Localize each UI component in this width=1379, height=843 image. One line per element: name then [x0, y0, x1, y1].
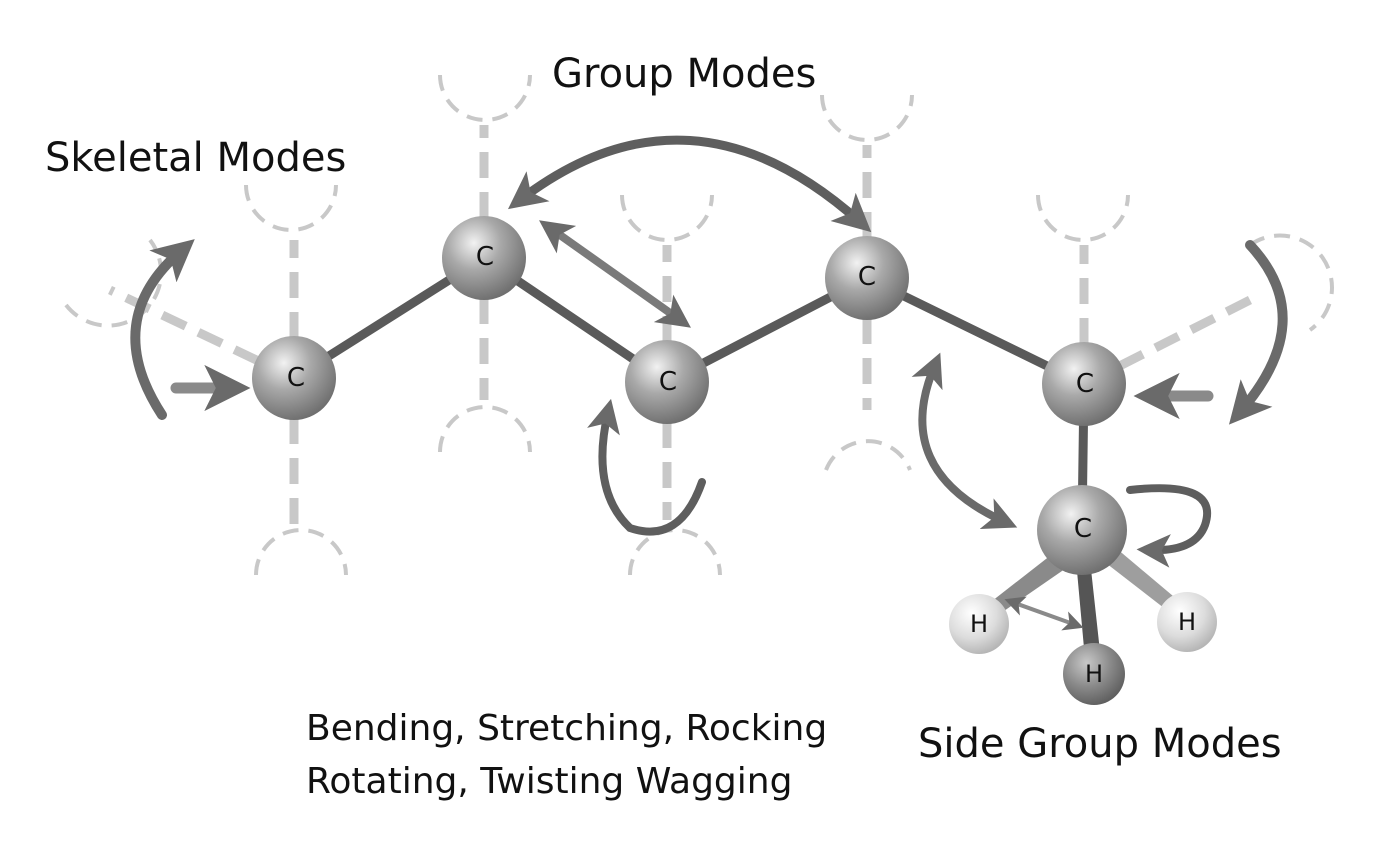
- atom-label: C: [1076, 369, 1094, 399]
- atom-label: C: [287, 363, 305, 393]
- atom-label: H: [1085, 660, 1103, 688]
- atom-label: C: [1074, 514, 1092, 544]
- vibration-arrows: [130, 135, 1288, 631]
- carbon-atom: C: [1037, 485, 1127, 575]
- bond-c-h-front: [1076, 560, 1102, 670]
- skeletal-rotation-arrow: [130, 239, 195, 420]
- ghost-bond: [1081, 295, 1253, 389]
- bond-c-h-left: [978, 548, 1075, 622]
- ghost-ring: [438, 405, 532, 453]
- methyl-rotation-arrow: [1126, 484, 1211, 568]
- ghost-ring: [820, 94, 914, 142]
- ghost-ring: [244, 184, 338, 232]
- hydrogen-atoms: H H H: [949, 592, 1217, 705]
- carbon-atom: C: [625, 340, 709, 424]
- atom-label: H: [1178, 608, 1196, 636]
- rocking-arrow: [587, 398, 706, 536]
- carbon-atom: C: [1042, 342, 1126, 426]
- atom-label: C: [858, 262, 876, 292]
- carbon-atom: C: [825, 236, 909, 320]
- carbon-atom: C: [252, 336, 336, 420]
- skeletal-modes-label: Skeletal Modes: [45, 135, 347, 181]
- stretch-arrow: [539, 220, 691, 328]
- group-modes-label: Group Modes: [552, 51, 817, 97]
- ghost-ring: [824, 439, 912, 471]
- ghost-ring: [438, 74, 532, 122]
- ghost-ring: [254, 528, 348, 576]
- hydrogen-atom: H: [949, 594, 1009, 654]
- ghost-ring: [628, 528, 722, 576]
- side-group-modes-label: Side Group Modes: [918, 721, 1282, 767]
- side-group-bend-arrow: [911, 352, 1018, 529]
- h-h-stretch-arrow: [1004, 596, 1084, 631]
- group-mode-arrow: [507, 135, 872, 233]
- hydrogen-atom: H: [1063, 643, 1125, 705]
- caption-line-1: Bending, Stretching, Rocking: [306, 708, 828, 749]
- ghost-ring: [1248, 233, 1334, 332]
- skeletal-rotation-arrow-right: [1228, 240, 1288, 425]
- atom-label: H: [970, 610, 988, 638]
- carbon-atom: C: [442, 216, 526, 300]
- caption-line-2: Rotating, Twisting Wagging: [306, 761, 793, 802]
- atom-label: C: [476, 242, 494, 272]
- ghost-ring: [620, 194, 714, 242]
- atom-label: C: [659, 367, 677, 397]
- carbon-atoms: C C C C C C: [252, 216, 1127, 575]
- ghost-ring: [1036, 194, 1130, 242]
- hydrogen-atom: H: [1157, 592, 1217, 652]
